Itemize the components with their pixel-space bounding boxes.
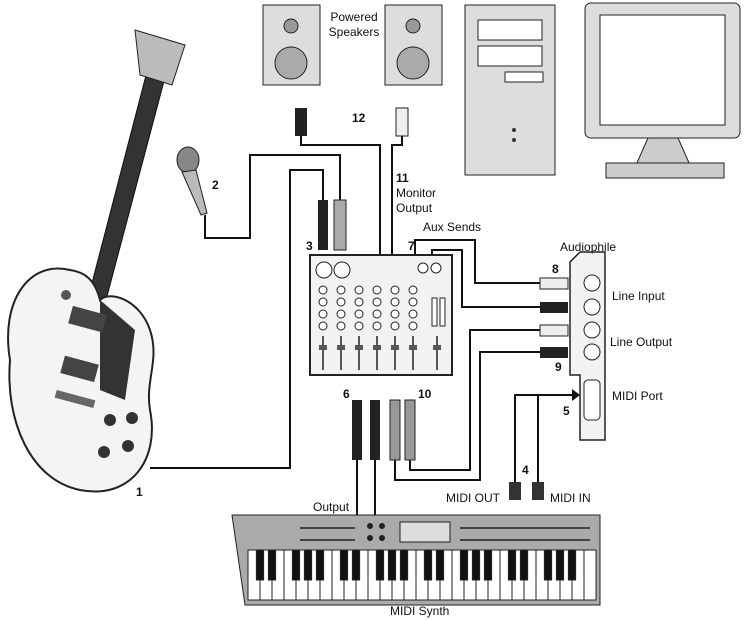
black-key <box>291 549 301 581</box>
jack-plug-3 <box>318 200 328 250</box>
label-10: 10 <box>418 387 432 401</box>
label-7: 7 <box>408 239 415 253</box>
audiophile-label: Audiophile <box>560 240 616 254</box>
midi-in-label: MIDI IN <box>550 491 591 505</box>
black-key <box>399 549 409 581</box>
black-key <box>267 549 277 581</box>
black-key <box>435 549 445 581</box>
label-8: 8 <box>552 262 559 276</box>
rca-plug-9b <box>540 347 568 358</box>
jack-plug-6a <box>352 400 362 460</box>
computer-tower <box>464 4 556 176</box>
label-3: 3 <box>306 239 313 253</box>
cable-speaker-left <box>300 136 381 255</box>
powered-speakers-label: Speakers <box>329 25 380 39</box>
black-key <box>507 549 517 581</box>
cables <box>150 136 575 515</box>
black-key <box>423 549 433 581</box>
xlr-plug <box>333 199 347 251</box>
black-key <box>483 549 493 581</box>
cable-guitar-to-mixer <box>150 169 324 469</box>
computer-monitor <box>584 2 741 179</box>
jack-plug-6b <box>370 400 380 460</box>
label-11: 11 <box>396 171 409 185</box>
label-5: 5 <box>563 404 570 418</box>
jack-plug-10b <box>404 399 416 461</box>
rca-plug-9a <box>539 324 569 337</box>
monitor-output-label: Monitor <box>396 186 436 200</box>
aux-sends-label: Aux Sends <box>423 220 481 234</box>
label-1: 1 <box>136 485 143 499</box>
cable-midi-out <box>514 394 575 485</box>
cable-speaker-right <box>391 136 403 255</box>
label-9: 9 <box>555 360 562 374</box>
powered-speakers-label: Powered <box>330 10 377 24</box>
line-input-label: Line Input <box>612 289 665 303</box>
black-key <box>303 549 313 581</box>
cable-line-out-1 <box>409 329 548 471</box>
rca-plug-8a <box>539 277 569 290</box>
powered-speaker-right <box>384 4 443 86</box>
label-6: 6 <box>343 387 350 401</box>
black-key <box>459 549 469 581</box>
midi-out-label: MIDI OUT <box>446 491 501 505</box>
midi-out-connector <box>509 482 521 500</box>
midi-synth-keyboard <box>231 514 601 606</box>
output-label: Output <box>313 500 350 514</box>
midi-in-connector <box>532 482 544 500</box>
black-key <box>519 549 529 581</box>
black-key <box>567 549 577 581</box>
jack-plug-10a <box>389 399 401 461</box>
cable-line-out-2 <box>394 351 548 481</box>
rca-plug-black <box>295 108 307 136</box>
rca-plug-8b <box>540 302 568 313</box>
midi-port-label: MIDI Port <box>612 389 663 403</box>
black-key <box>543 549 553 581</box>
black-key <box>387 549 397 581</box>
label-2: 2 <box>212 178 219 192</box>
midi-arrow-icon <box>572 389 580 401</box>
black-key <box>315 549 325 581</box>
monitor-output-label: Output <box>396 201 433 215</box>
label-4: 4 <box>522 463 529 477</box>
cable-mic-to-mixer <box>204 154 341 239</box>
line-output-label: Line Output <box>610 335 673 349</box>
audiophile-sound-card <box>569 251 606 441</box>
cable-aux-send-1 <box>414 239 545 284</box>
black-key <box>375 549 385 581</box>
label-12: 12 <box>352 111 366 125</box>
black-key <box>555 549 565 581</box>
black-key <box>351 549 361 581</box>
rca-plug-white <box>395 107 409 137</box>
black-key <box>255 549 265 581</box>
black-key <box>471 549 481 581</box>
electric-guitar <box>7 29 186 493</box>
black-key <box>339 549 349 581</box>
powered-speaker-left <box>262 4 321 86</box>
mixer <box>309 254 453 376</box>
midi-synth-label: MIDI Synth <box>390 604 449 618</box>
microphone <box>176 146 208 216</box>
